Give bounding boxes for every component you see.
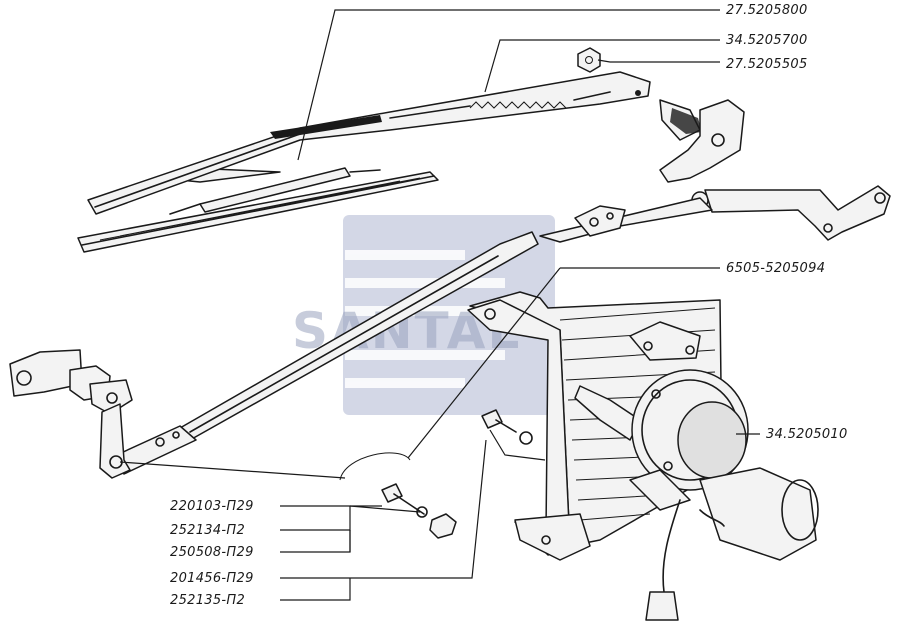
motor-reducer <box>574 369 819 621</box>
fastener-set-upper <box>481 409 533 445</box>
label-washer-2: 252135-П2 <box>170 593 245 608</box>
leader-lines <box>280 9 760 601</box>
label-washer-1: 252134-П2 <box>170 523 245 538</box>
link-rod <box>109 197 713 475</box>
label-nut-1: 250508-П29 <box>170 545 254 560</box>
label-motor-reducer: 34.5205010 <box>766 427 848 442</box>
detail-callout <box>119 267 561 481</box>
wiper-arm <box>87 47 651 215</box>
part-labels: 27.5205800 34.5205700 27.5205505 6505-52… <box>170 3 848 608</box>
label-wiper-arm: 34.5205700 <box>726 33 808 48</box>
right-pivot-assembly <box>659 99 891 241</box>
label-wiper-blade: 27.5205800 <box>726 3 808 18</box>
label-link-rod: 6505-5205094 <box>726 261 825 276</box>
left-pivot-assembly <box>9 349 133 479</box>
fastener-set-lower <box>381 483 457 539</box>
label-arm-nut: 27.5205505 <box>726 57 808 72</box>
label-bolt-1: 220103-П29 <box>170 499 254 514</box>
label-bolt-2: 201456-П29 <box>170 571 254 586</box>
